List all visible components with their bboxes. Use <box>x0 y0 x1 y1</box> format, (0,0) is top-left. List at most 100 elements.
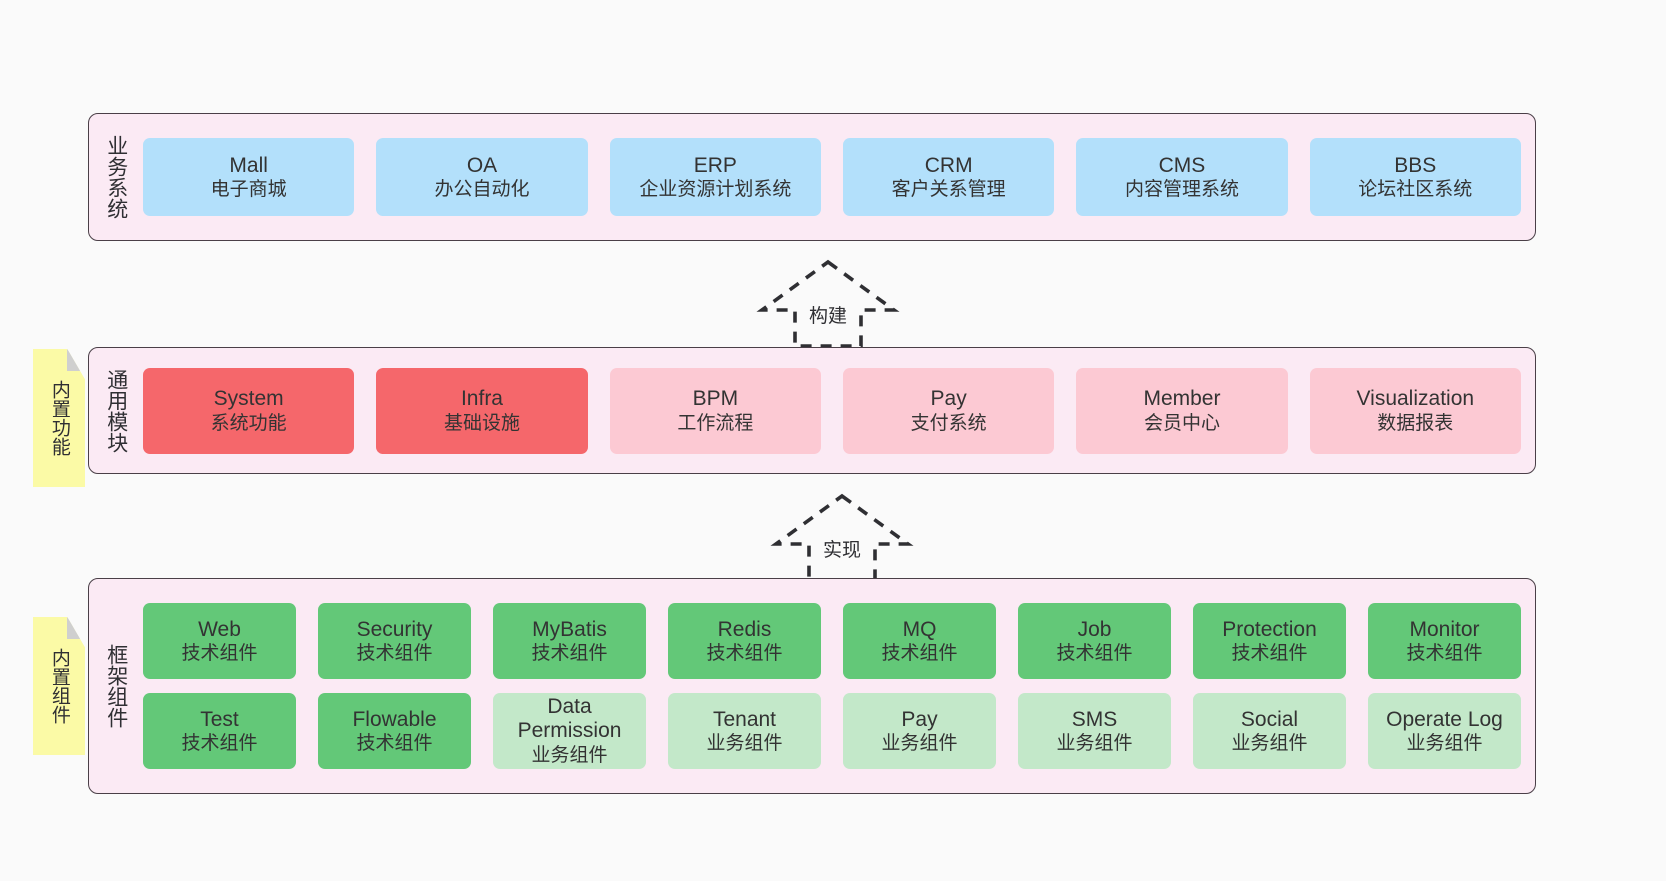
card-sms[interactable]: SMS 业务组件 <box>1018 693 1171 769</box>
card-social[interactable]: Social 业务组件 <box>1193 693 1346 769</box>
card-erp[interactable]: ERP 企业资源计划系统 <box>609 138 821 216</box>
layer-common-module: 通用模块 System 系统功能 Infra 基础设施 BPM 工作流程 Pay… <box>88 347 1536 474</box>
card-subtitle: 技术组件 <box>181 733 258 755</box>
card-cms[interactable]: CMS 内容管理系统 <box>1076 138 1288 216</box>
card-subtitle: 业务组件 <box>881 733 958 755</box>
layer-framework-components: 框架组件 Web 技术组件 Security 技术组件 MyBatis 技术组件… <box>88 578 1536 794</box>
layer-business-system: 业务系统 Mall 电子商城 OA 办公自动化 ERP 企业资源计划系统 CRM… <box>88 113 1536 241</box>
card-system[interactable]: System 系统功能 <box>143 367 355 454</box>
card-bbs[interactable]: BBS 论坛社区系统 <box>1309 138 1521 216</box>
card-infra[interactable]: Infra 基础设施 <box>376 367 588 454</box>
card-redis[interactable]: Redis 技术组件 <box>668 603 821 679</box>
card-title: MQ <box>902 617 937 641</box>
card-subtitle: 技术组件 <box>881 643 958 665</box>
layer-body-business-system: Mall 电子商城 OA 办公自动化 ERP 企业资源计划系统 CRM 客户关系… <box>133 124 1521 230</box>
card-test[interactable]: Test 技术组件 <box>143 693 296 769</box>
card-subtitle: 数据报表 <box>1377 412 1454 434</box>
card-monitor[interactable]: Monitor 技术组件 <box>1368 603 1521 679</box>
card-title: Redis <box>717 617 772 641</box>
card-title: Job <box>1077 617 1112 641</box>
card-title: BPM <box>692 387 739 411</box>
card-title: Member <box>1143 387 1221 411</box>
card-title: Security <box>356 617 433 641</box>
card-subtitle: 基础设施 <box>443 412 520 434</box>
card-row: System 系统功能 Infra 基础设施 BPM 工作流程 Pay 支付系统… <box>143 367 1521 454</box>
connector-build-label: 构建 <box>808 306 848 327</box>
card-job[interactable]: Job 技术组件 <box>1018 603 1171 679</box>
card-tenant[interactable]: Tenant 业务组件 <box>668 693 821 769</box>
card-subtitle: 业务组件 <box>1406 733 1483 755</box>
card-title: OA <box>466 153 498 177</box>
note-fold-corner-icon <box>67 617 85 639</box>
card-subtitle: 电子商城 <box>210 179 287 201</box>
card-member[interactable]: Member 会员中心 <box>1076 367 1288 454</box>
card-title: ERP <box>693 153 737 177</box>
card-subtitle: 技术组件 <box>1231 643 1308 665</box>
card-title: CMS <box>1158 153 1206 177</box>
card-protection[interactable]: Protection 技术组件 <box>1193 603 1346 679</box>
card-subtitle: 业务组件 <box>706 733 783 755</box>
card-crm[interactable]: CRM 客户关系管理 <box>842 138 1055 216</box>
layer-title-framework-components: 框架组件 <box>104 644 128 728</box>
card-title: Operate Log <box>1386 707 1503 731</box>
card-title: MyBatis <box>532 617 607 641</box>
card-title: Mall <box>229 153 268 177</box>
card-subtitle: 技术组件 <box>1056 643 1133 665</box>
card-oa[interactable]: OA 办公自动化 <box>376 138 588 216</box>
card-subtitle: 企业资源计划系统 <box>639 179 792 201</box>
card-pay-module[interactable]: Pay 支付系统 <box>842 367 1055 454</box>
card-subtitle: 技术组件 <box>531 643 608 665</box>
side-note-label: 内置组件 <box>48 648 70 724</box>
card-flowable[interactable]: Flowable 技术组件 <box>318 693 471 769</box>
connector-implement: 实现 <box>770 492 914 582</box>
card-row: Web 技术组件 Security 技术组件 MyBatis 技术组件 Redi… <box>143 603 1521 679</box>
card-bpm[interactable]: BPM 工作流程 <box>609 367 821 454</box>
card-subtitle: 内容管理系统 <box>1124 179 1239 201</box>
card-title: BBS <box>1394 153 1437 177</box>
card-mybatis[interactable]: MyBatis 技术组件 <box>493 603 646 679</box>
card-subtitle: 办公自动化 <box>434 179 530 201</box>
card-title: SMS <box>1071 707 1118 731</box>
card-subtitle: 业务组件 <box>531 744 608 766</box>
card-subtitle: 会员中心 <box>1143 412 1220 434</box>
card-data-permission[interactable]: Data Permission 业务组件 <box>493 693 646 769</box>
card-title: Tenant <box>712 707 777 731</box>
card-title: Pay <box>901 707 938 731</box>
card-subtitle: 工作流程 <box>677 412 754 434</box>
note-fold-corner-icon <box>67 349 85 371</box>
card-mall[interactable]: Mall 电子商城 <box>143 138 355 216</box>
layer-body-common-module: System 系统功能 Infra 基础设施 BPM 工作流程 Pay 支付系统… <box>133 358 1521 463</box>
side-note-builtin-function: 内置功能 <box>33 349 85 487</box>
card-subtitle: 技术组件 <box>356 733 433 755</box>
card-title: Infra <box>460 387 503 411</box>
card-subtitle: 客户关系管理 <box>891 179 1006 201</box>
card-title: Flowable <box>352 707 437 731</box>
card-security[interactable]: Security 技术组件 <box>318 603 471 679</box>
connector-build: 构建 <box>756 258 900 348</box>
card-title: Social <box>1240 707 1299 731</box>
side-note-builtin-component: 内置组件 <box>33 617 85 755</box>
connector-implement-label: 实现 <box>822 540 862 561</box>
card-subtitle: 技术组件 <box>356 643 433 665</box>
card-web[interactable]: Web 技术组件 <box>143 603 296 679</box>
card-pay-component[interactable]: Pay 业务组件 <box>843 693 996 769</box>
card-subtitle: 技术组件 <box>1406 643 1483 665</box>
card-operate-log[interactable]: Operate Log 业务组件 <box>1368 693 1521 769</box>
card-row: Test 技术组件 Flowable 技术组件 Data Permission … <box>143 693 1521 769</box>
build-arrow-shape <box>756 259 900 348</box>
card-row: Mall 电子商城 OA 办公自动化 ERP 企业资源计划系统 CRM 客户关系… <box>143 138 1521 216</box>
card-title: Protection <box>1222 617 1317 641</box>
card-visualization[interactable]: Visualization 数据报表 <box>1309 367 1521 454</box>
card-subtitle: 技术组件 <box>706 643 783 665</box>
layer-body-framework-components: Web 技术组件 Security 技术组件 MyBatis 技术组件 Redi… <box>133 589 1521 783</box>
card-title: Data Permission <box>517 695 622 743</box>
card-subtitle: 业务组件 <box>1056 733 1133 755</box>
card-title: Test <box>200 707 239 731</box>
card-mq[interactable]: MQ 技术组件 <box>843 603 996 679</box>
card-subtitle: 系统功能 <box>210 412 287 434</box>
card-subtitle: 业务组件 <box>1231 733 1308 755</box>
card-title: Pay <box>930 387 967 411</box>
card-subtitle: 论坛社区系统 <box>1358 179 1473 201</box>
card-title: CRM <box>924 153 973 177</box>
